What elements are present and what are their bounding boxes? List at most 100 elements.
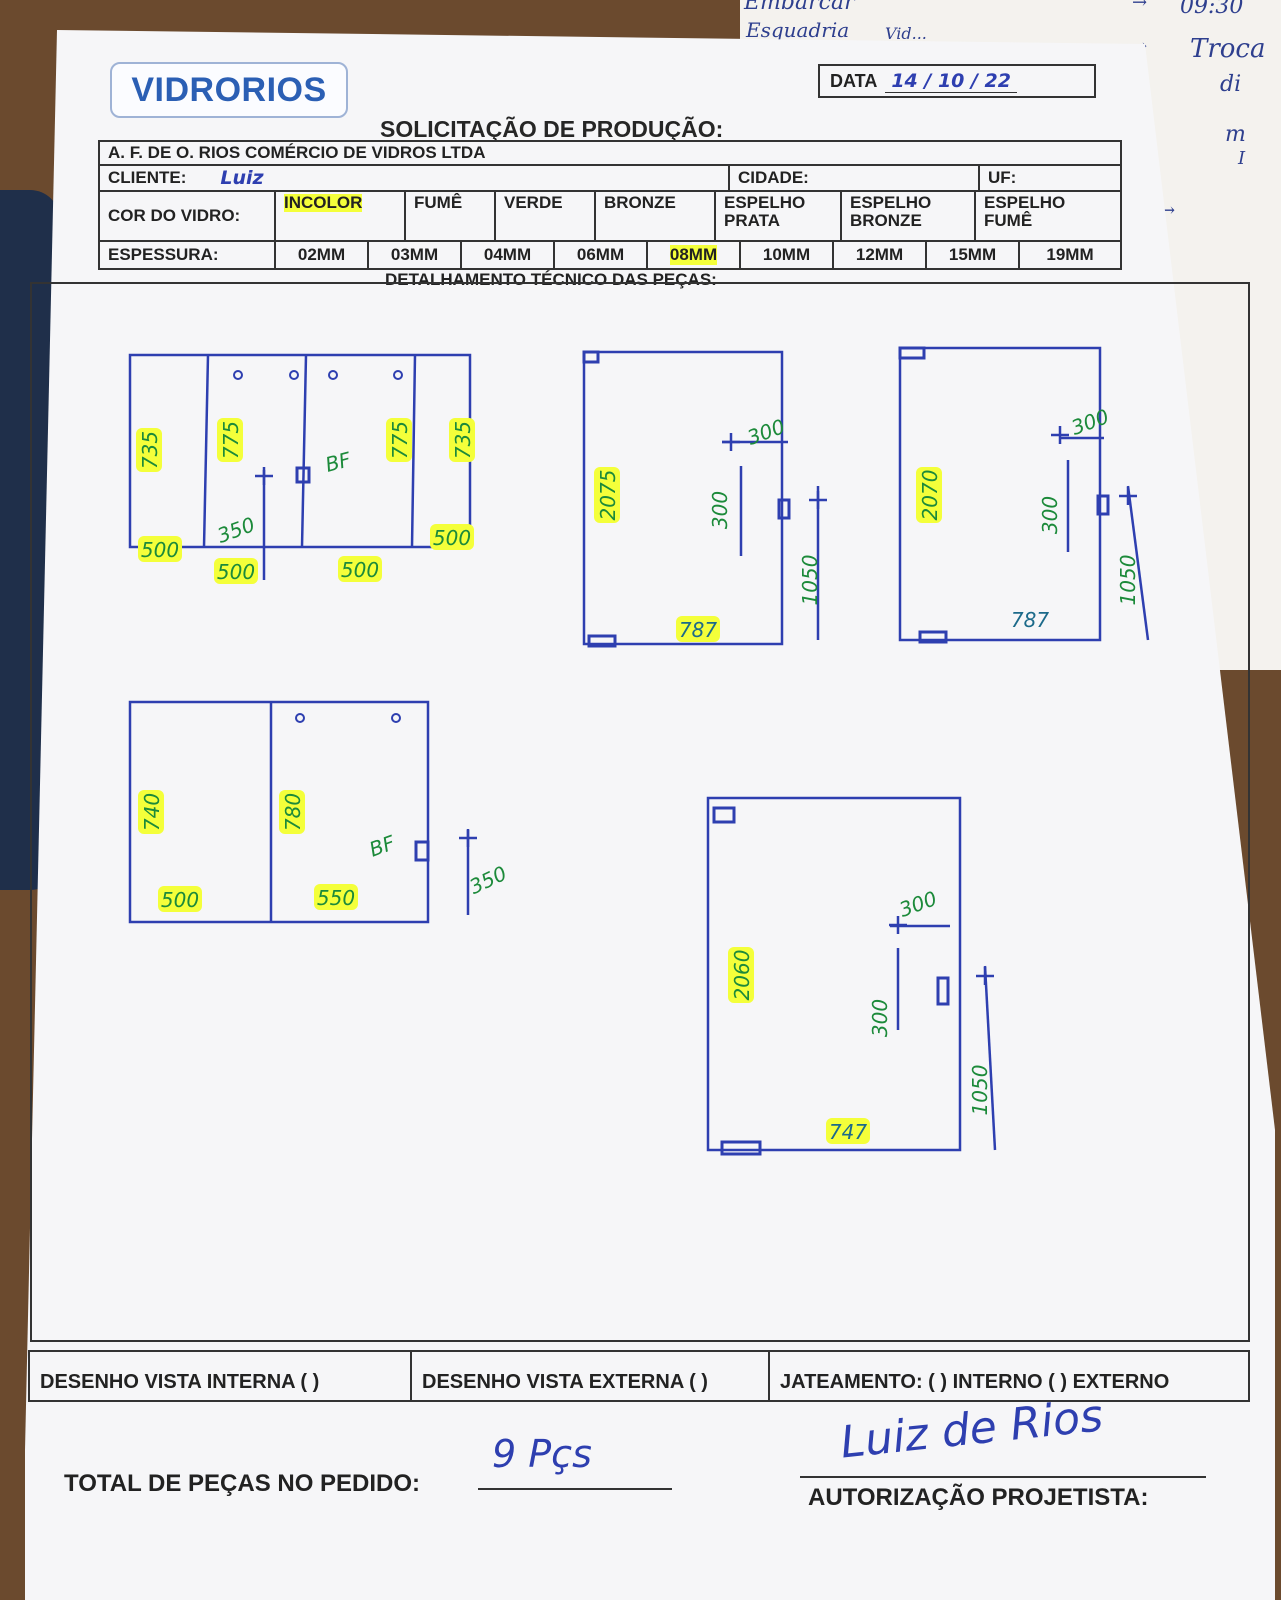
- total-pieces-label: TOTAL DE PEÇAS NO PEDIDO:: [64, 1470, 421, 1497]
- sketch-line: [300, 354, 308, 548]
- highlight-mark: [136, 428, 162, 472]
- hardware-mark: [582, 350, 600, 364]
- date-field[interactable]: DATA 14 / 10 / 22: [818, 64, 1096, 98]
- color-option[interactable]: ESPELHO FUMÊ: [984, 193, 1066, 230]
- highlight-mark: [214, 558, 258, 584]
- sandblast-option[interactable]: JATEAMENTO: ( ) INTERNO ( ) EXTERNO: [780, 1371, 1170, 1393]
- dimension-label: 500: [138, 536, 182, 562]
- sketch-line: [1126, 485, 1150, 641]
- order-form-sheet: [25, 30, 1275, 1600]
- dimension-text: 500: [161, 888, 199, 912]
- view-options-bar: DESENHO VISTA INTERNA ( ) DESENHO VISTA …: [28, 1350, 1250, 1402]
- arrow-icon: →: [1132, 0, 1148, 13]
- hole-mark: [328, 370, 338, 380]
- note-line: 09:30: [1180, 0, 1244, 19]
- thickness-option[interactable]: 12MM: [834, 242, 927, 268]
- highlight-mark: [138, 536, 182, 562]
- technical-details-label: DETALHAMENTO TÉCNICO DAS PEÇAS:: [385, 270, 717, 289]
- dimension-text: 2070: [918, 470, 942, 521]
- dimension-label: 747: [826, 1118, 870, 1144]
- highlight-mark: [594, 467, 620, 523]
- dimension-label: 500: [338, 556, 382, 582]
- client-field[interactable]: CLIENTE: Luiz: [100, 166, 730, 190]
- client-label: CLIENTE:: [108, 168, 187, 187]
- dimension-text: 500: [217, 560, 255, 584]
- highlight-mark: [676, 616, 720, 642]
- dimension-label: 2060: [728, 947, 754, 1003]
- thickness-option[interactable]: 03MM: [369, 242, 462, 268]
- hole-mark: [391, 713, 401, 723]
- dimension-label: 500: [214, 558, 258, 584]
- color-option[interactable]: INCOLOR: [276, 192, 406, 240]
- highlight-mark: [158, 886, 202, 912]
- hardware-mark: [898, 346, 926, 360]
- dimension-text: 2075: [596, 470, 620, 521]
- dimension-text: 787: [679, 618, 717, 642]
- hardware-mark: [712, 806, 736, 824]
- dimension-label: 775: [217, 418, 243, 462]
- glass-panel-outline: [582, 350, 784, 646]
- hardware-mark: [587, 634, 617, 648]
- uf-field[interactable]: UF:: [980, 166, 1120, 190]
- company-name: A. F. DE O. RIOS COMÉRCIO DE VIDROS LTDA: [108, 143, 486, 162]
- thickness-option[interactable]: 15MM: [927, 242, 1020, 268]
- dimension-label: 735: [136, 428, 162, 472]
- dimension-text: 350: [466, 861, 511, 899]
- dimension-label: 1050: [968, 1065, 992, 1116]
- city-field[interactable]: CIDADE:: [730, 166, 980, 190]
- color-option[interactable]: BRONZE: [596, 192, 716, 240]
- dimension-label: 787: [1011, 608, 1049, 632]
- dimension-label: 300: [868, 999, 892, 1037]
- highlight-mark: [138, 790, 164, 834]
- dimension-text: 300: [896, 886, 940, 922]
- dimension-text: 300: [1038, 496, 1062, 534]
- glass-panel-outline: [706, 796, 962, 1152]
- dimension-label: 2070: [916, 467, 942, 523]
- thickness-option[interactable]: 04MM: [462, 242, 555, 268]
- highlight-mark: [916, 467, 942, 523]
- dimension-text: 775: [219, 421, 243, 459]
- dimension-text: 780: [281, 793, 305, 831]
- dimension-text: 775: [388, 421, 412, 459]
- dimension-label: 787: [676, 616, 720, 642]
- thickness-option[interactable]: 08MM: [648, 242, 741, 268]
- color-label: COR DO VIDRO:: [100, 192, 276, 240]
- thickness-option[interactable]: 10MM: [741, 242, 834, 268]
- technical-drawing-panel: [30, 282, 1250, 1342]
- glass-panel-outline: [128, 700, 430, 924]
- date-value: 14 / 10 / 22: [885, 70, 1017, 93]
- dimension-label: BF: [366, 830, 398, 861]
- note-line: Troca: [1190, 34, 1266, 64]
- view-internal-option[interactable]: DESENHO VISTA INTERNA ( ): [30, 1352, 412, 1400]
- dimension-label: 740: [138, 790, 164, 834]
- dimension-text: 500: [141, 538, 179, 562]
- order-info-grid: A. F. DE O. RIOS COMÉRCIO DE VIDROS LTDA…: [98, 140, 1122, 270]
- hardware-mark: [918, 630, 948, 644]
- hardware-mark: [414, 840, 430, 862]
- color-option[interactable]: ESPELHO PRATA: [716, 192, 842, 240]
- dimension-label: 2075: [594, 467, 620, 523]
- thickness-option[interactable]: 02MM: [276, 242, 369, 268]
- color-option[interactable]: FUMÊ: [406, 192, 496, 240]
- highlight-mark: [728, 947, 754, 1003]
- color-option[interactable]: ESPELHO BRONZE: [842, 192, 976, 240]
- dimension-label: 780: [279, 790, 305, 834]
- dimension-label: BF: [323, 447, 354, 477]
- highlight-mark: [826, 1118, 870, 1144]
- total-pieces-value: 9 Pçs: [492, 1432, 592, 1476]
- view-external-option[interactable]: DESENHO VISTA EXTERNA ( ): [412, 1352, 770, 1400]
- note-line: di: [1220, 72, 1242, 97]
- dimension-text: 300: [868, 999, 892, 1037]
- dimension-label: 1050: [798, 555, 822, 606]
- dimension-label: 735: [449, 418, 475, 462]
- dimension-label: 350: [466, 861, 511, 899]
- thickness-option[interactable]: 19MM: [1046, 245, 1094, 264]
- glass-panel-outline: [128, 353, 472, 549]
- thickness-option[interactable]: 06MM: [555, 242, 648, 268]
- sketch-line: [983, 965, 997, 1151]
- color-option[interactable]: VERDE: [496, 192, 596, 240]
- company-logo: VIDRORIOS: [110, 62, 348, 118]
